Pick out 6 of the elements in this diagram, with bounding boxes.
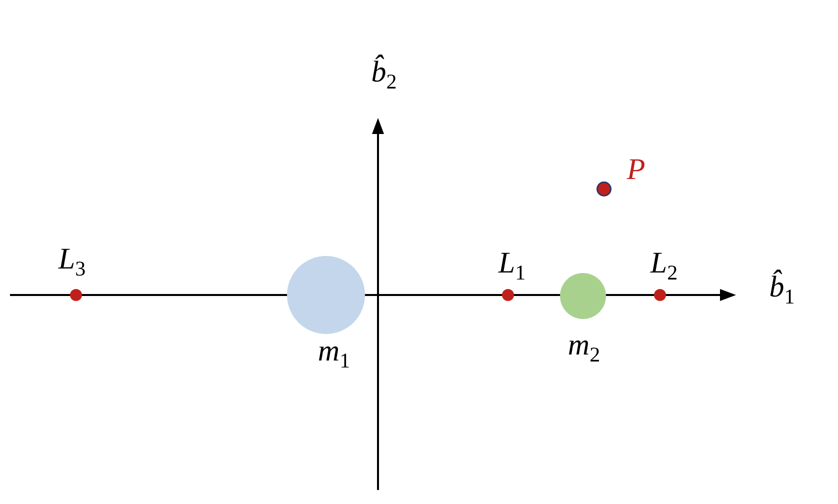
- point-label: P: [626, 155, 646, 185]
- mass-label: m$_{2}$: [568, 330, 600, 366]
- point-label: L$_{1}$: [498, 248, 526, 284]
- mass-label: m$_{1}$: [318, 336, 350, 372]
- point-label: L$_{2}$: [650, 248, 678, 284]
- point-label: L$_{3}$: [58, 244, 86, 280]
